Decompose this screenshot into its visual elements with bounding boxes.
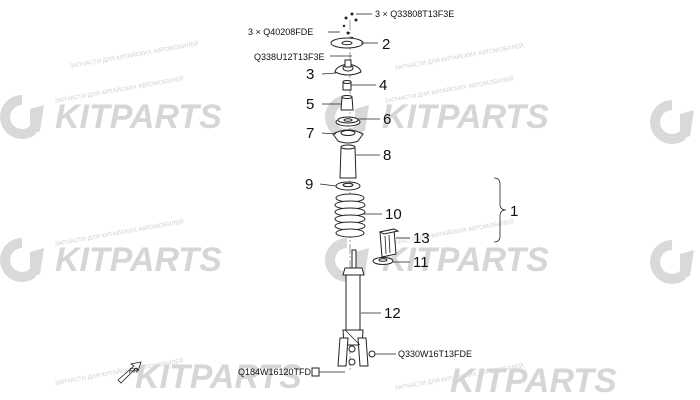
callout-7: 7 (306, 125, 314, 142)
leader-lines (319, 13, 507, 355)
part-7-spring-seat (332, 129, 364, 144)
watermark-brand: KITPARTS (55, 98, 222, 136)
part-8-dust-boot (339, 144, 357, 179)
callout-1: 1 (510, 203, 518, 220)
callout-2: 2 (382, 36, 390, 53)
watermark-logo-icon (650, 240, 694, 284)
watermark-logo-icon (325, 95, 369, 139)
watermark-tagline: ЗАПЧАСТИ ДЛЯ КИТАЙСКИХ АВТОМОБИЛЕЙ (394, 41, 524, 72)
watermark-brand: KITPARTS (450, 362, 617, 400)
part-5-bushing (340, 95, 354, 111)
direction-label: FR (129, 368, 138, 375)
part-9-insulator (335, 181, 361, 191)
code-top-bolt: 3 × Q40208FDE (248, 27, 313, 37)
part-4-nut (342, 80, 352, 91)
watermark-layer: KITPARTS ЗАПЧАСТИ ДЛЯ КИТАЙСКИХ АВТОМОБИ… (0, 39, 694, 400)
callout-4: 4 (379, 77, 387, 94)
part-13-lower-seat (378, 228, 400, 258)
watermark-logo-icon (0, 238, 44, 282)
front-direction-arrow-icon: FR (117, 361, 142, 384)
part-3-top-mount (334, 59, 362, 76)
part-12-shock-absorber (337, 249, 369, 367)
part-11-lower-ring (372, 257, 394, 265)
watermark-brand: KITPARTS (382, 241, 549, 279)
code-upper-nut: Q338U12T13F3E (254, 52, 325, 62)
watermark-brand: KITPARTS (55, 241, 222, 279)
watermark-logo-icon (650, 100, 694, 144)
callout-5: 5 (306, 96, 314, 113)
watermark-logo-icon (0, 95, 44, 139)
watermark-tagline: ЗАПЧАСТИ ДЛЯ КИТАЙСКИХ АВТОМОБИЛЕЙ (69, 39, 199, 70)
code-top-nut: 3 × Q33808T13F3E (375, 9, 454, 19)
callout-10: 10 (385, 206, 402, 223)
code-knuckle-nut: Q330W16T13FDE (398, 349, 472, 359)
part-10-coil-spring (334, 193, 366, 238)
watermark-brand: KITPARTS (382, 98, 549, 136)
callout-8: 8 (383, 147, 391, 164)
callout-13: 13 (413, 230, 430, 247)
callout-12: 12 (384, 305, 401, 322)
callout-6: 6 (383, 111, 391, 128)
callout-9: 9 (305, 176, 313, 193)
part-6-bearing (335, 116, 361, 127)
knuckle-nut (368, 350, 376, 358)
callout-3: 3 (306, 66, 314, 83)
code-knuckle-bolt: Q184W16120TFD (238, 367, 312, 377)
part-2-top-plate (330, 37, 364, 49)
knuckle-bolt (311, 367, 345, 377)
watermark-brand: KITPARTS (135, 358, 302, 396)
callout-11: 11 (413, 254, 429, 271)
